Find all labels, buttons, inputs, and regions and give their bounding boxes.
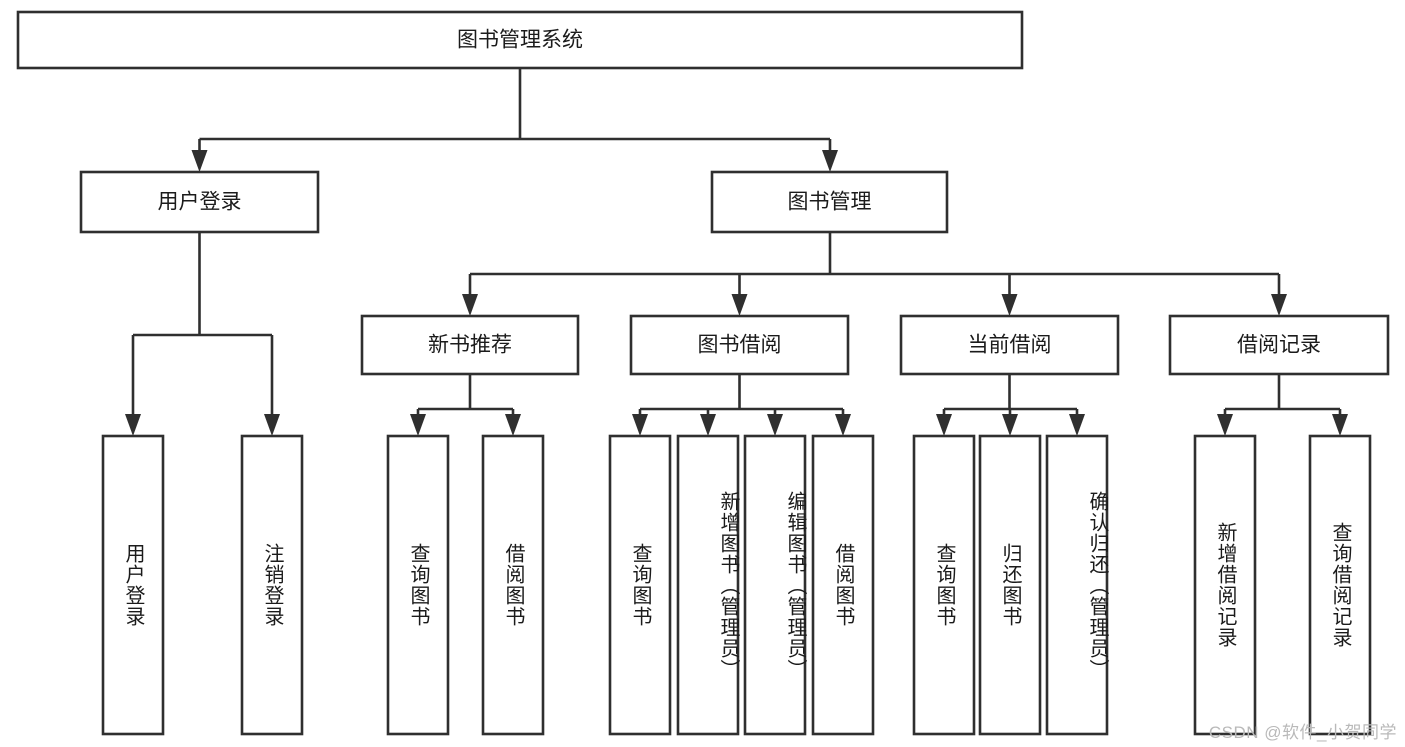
node-label: 当前借阅 [968, 334, 1052, 357]
arrow-icon [410, 414, 426, 436]
leaf-box-query-borrow-record[interactable] [1308, 434, 1372, 736]
arrow-icon [191, 150, 208, 172]
node-box[interactable] [629, 314, 850, 376]
connector-book-borrow-to-leaves [632, 374, 851, 436]
arrow-icon [1069, 414, 1085, 436]
node-box[interactable] [710, 170, 949, 234]
arrow-icon [936, 414, 952, 436]
arrow-icon [767, 414, 783, 436]
leaf-box-edit-book[interactable] [743, 434, 807, 736]
arrow-icon [125, 414, 141, 436]
connector-book-management-to-level3 [462, 232, 1287, 316]
node-box[interactable] [360, 314, 580, 376]
leaf-box-query-book-1[interactable] [386, 434, 450, 736]
connector-new-book-recommend-to-leaves [410, 374, 521, 436]
connector-user-login-to-leaves [125, 232, 280, 436]
node-box[interactable] [1168, 314, 1390, 376]
node-root[interactable]: 图书管理系统 [16, 10, 1024, 70]
connector-root-to-level2 [191, 68, 838, 172]
node-label: 借阅记录 [1237, 334, 1321, 357]
leaf-box-borrow-book-1[interactable] [481, 434, 545, 736]
node-book-management[interactable]: 图书管理 [710, 170, 949, 234]
arrow-icon [1002, 414, 1018, 436]
leaf-box-borrow-book-2[interactable] [811, 434, 875, 736]
leaf-box-confirm-return[interactable] [1045, 434, 1109, 736]
leaf-box-return-book[interactable] [978, 434, 1042, 736]
arrow-icon [264, 414, 280, 436]
node-book-borrow[interactable]: 图书借阅 [629, 314, 850, 376]
arrow-icon [632, 414, 648, 436]
arrow-icon [835, 414, 851, 436]
arrow-icon [822, 150, 838, 172]
watermark-text: CSDN @软件_小贺同学 [1208, 723, 1397, 742]
node-label: 图书管理 [788, 191, 872, 214]
leaf-box-logout-login[interactable] [240, 434, 304, 736]
arrow-icon [1271, 294, 1287, 316]
arrow-icon [462, 294, 478, 316]
leaf-box-query-book-3[interactable] [912, 434, 976, 736]
leaf-box-query-book-2[interactable] [608, 434, 672, 736]
connector-borrow-record-to-leaves [1217, 374, 1348, 436]
arrow-icon [1332, 414, 1348, 436]
node-current-borrow[interactable]: 当前借阅 [899, 314, 1120, 376]
node-box[interactable] [79, 170, 320, 234]
node-user-login[interactable]: 用户登录 [79, 170, 320, 234]
node-new-book-recommend[interactable]: 新书推荐 [360, 314, 580, 376]
node-label: 图书管理系统 [457, 29, 583, 52]
node-label: 用户登录 [158, 191, 242, 214]
leaf-box-add-borrow-record[interactable] [1193, 434, 1257, 736]
leaf-box-user-login[interactable] [101, 434, 165, 736]
connector-current-borrow-to-leaves [936, 374, 1085, 436]
arrow-icon [1001, 294, 1018, 316]
arrow-icon [700, 414, 716, 436]
arrow-icon [505, 414, 521, 436]
arrow-icon [1217, 414, 1233, 436]
node-label: 新书推荐 [428, 334, 512, 357]
node-borrow-record[interactable]: 借阅记录 [1168, 314, 1390, 376]
node-box[interactable] [16, 10, 1024, 70]
node-label: 图书借阅 [698, 334, 782, 357]
arrow-icon [731, 294, 748, 316]
node-box[interactable] [899, 314, 1120, 376]
leaf-box-add-book[interactable] [676, 434, 740, 736]
